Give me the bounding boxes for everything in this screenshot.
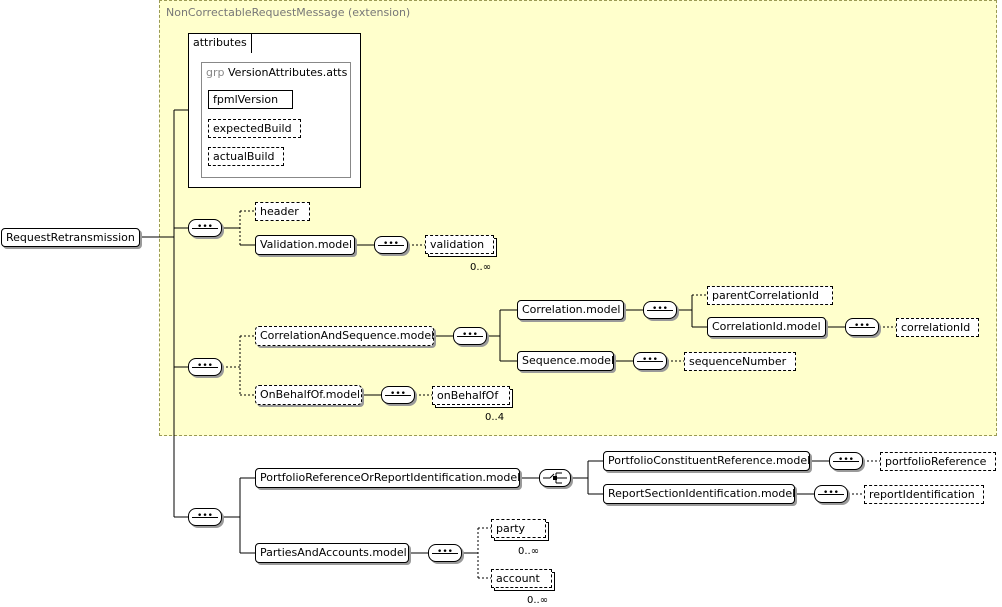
element-parentcorrelationid[interactable]: parentCorrelationId bbox=[707, 286, 833, 305]
sequence-compositor-correlation[interactable]: ••• bbox=[643, 301, 677, 319]
onbehalfof-occurrence: 0..4 bbox=[485, 412, 505, 423]
root-element-requestretransmission[interactable]: RequestRetransmission bbox=[1, 228, 140, 247]
element-onbehalfof[interactable]: onBehalfOf bbox=[432, 386, 510, 405]
sequence-compositor-reportsectionidentification[interactable]: ••• bbox=[814, 485, 848, 503]
sequence-dots-icon: ••• bbox=[462, 330, 478, 340]
sequence-dots-icon: ••• bbox=[823, 488, 839, 498]
sequence-dots-icon: ••• bbox=[652, 304, 668, 314]
sequence-compositor-1[interactable]: ••• bbox=[188, 219, 222, 237]
sequence-compositor-portfolioconstituentreference[interactable]: ••• bbox=[829, 452, 863, 470]
sequence-line bbox=[647, 310, 673, 311]
element-party[interactable]: party bbox=[491, 519, 546, 538]
group-sequence-model[interactable]: Sequence.model bbox=[517, 351, 614, 371]
attribute-actualbuild[interactable]: actualBuild bbox=[208, 147, 284, 166]
group-onbehalfof-model[interactable]: OnBehalfOf.model bbox=[255, 385, 362, 405]
attribute-group-label: grp VersionAttributes.atts bbox=[206, 66, 347, 79]
element-portfolioreference[interactable]: portfolioReference bbox=[880, 452, 996, 471]
group-partiesandaccounts-model[interactable]: PartiesAndAccounts.model bbox=[255, 543, 409, 563]
element-sequencenumber[interactable]: sequenceNumber bbox=[684, 352, 796, 371]
element-validation[interactable]: validation bbox=[425, 235, 494, 254]
sequence-dots-icon: ••• bbox=[197, 361, 213, 371]
sequence-compositor-3[interactable]: ••• bbox=[188, 508, 222, 526]
sequence-dots-icon: ••• bbox=[437, 547, 453, 557]
attribute-expectedbuild[interactable]: expectedBuild bbox=[208, 119, 301, 138]
element-header[interactable]: header bbox=[255, 202, 310, 221]
attribute-fpmlversion[interactable]: fpmlVersion bbox=[208, 90, 293, 109]
group-reportsectionidentification-model[interactable]: ReportSectionIdentification.model bbox=[603, 484, 795, 504]
sequence-compositor-partiesandaccounts[interactable]: ••• bbox=[428, 544, 462, 562]
sequence-compositor-2[interactable]: ••• bbox=[188, 358, 222, 376]
group-correlation-model[interactable]: Correlation.model bbox=[517, 300, 624, 320]
attributes-tab: attributes bbox=[188, 33, 252, 53]
group-validation-model[interactable]: Validation.model bbox=[255, 235, 355, 255]
sequence-dots-icon: ••• bbox=[390, 389, 406, 399]
sequence-dots-icon: ••• bbox=[197, 222, 213, 232]
choice-icon bbox=[543, 472, 567, 484]
sequence-dots-icon: ••• bbox=[838, 455, 854, 465]
account-occurrence: 0..∞ bbox=[527, 595, 549, 606]
sequence-line bbox=[192, 367, 218, 368]
sequence-compositor-onbehalfof[interactable]: ••• bbox=[381, 386, 415, 404]
element-correlationid[interactable]: correlationId bbox=[896, 318, 979, 337]
sequence-compositor-correlationid[interactable]: ••• bbox=[845, 318, 879, 336]
sequence-dots-icon: ••• bbox=[854, 321, 870, 331]
sequence-line bbox=[818, 494, 844, 495]
sequence-line bbox=[432, 553, 458, 554]
sequence-line bbox=[192, 517, 218, 518]
sequence-line bbox=[849, 327, 875, 328]
sequence-dots-icon: ••• bbox=[197, 511, 213, 521]
sequence-line bbox=[385, 395, 411, 396]
sequence-line bbox=[457, 336, 483, 337]
group-name: VersionAttributes.atts bbox=[228, 66, 348, 79]
group-correlationid-model[interactable]: CorrelationId.model bbox=[707, 317, 826, 337]
extension-label: NonCorrectableRequestMessage (extension) bbox=[166, 6, 411, 19]
sequence-line bbox=[833, 461, 859, 462]
choice-compositor[interactable] bbox=[539, 469, 571, 487]
sequence-line bbox=[378, 245, 404, 246]
element-reportidentification[interactable]: reportIdentification bbox=[864, 485, 984, 504]
group-keyword: grp bbox=[206, 66, 225, 79]
sequence-line bbox=[192, 228, 218, 229]
sequence-compositor-correlationandsequence[interactable]: ••• bbox=[453, 327, 487, 345]
sequence-line bbox=[637, 361, 663, 362]
group-portfolioconstituentreference-model[interactable]: PortfolioConstituentReference.model bbox=[603, 451, 810, 471]
sequence-compositor-sequence[interactable]: ••• bbox=[633, 352, 667, 370]
group-portfolioreferenceorreportidentification-model[interactable]: PortfolioReferenceOrReportIdentification… bbox=[255, 468, 520, 488]
party-occurrence: 0..∞ bbox=[518, 546, 540, 557]
sequence-compositor-validation[interactable]: ••• bbox=[374, 236, 408, 254]
group-correlationandsequence-model[interactable]: CorrelationAndSequence.model bbox=[255, 326, 434, 346]
sequence-dots-icon: ••• bbox=[383, 239, 399, 249]
element-account[interactable]: account bbox=[491, 569, 552, 588]
sequence-dots-icon: ••• bbox=[642, 355, 658, 365]
validation-occurrence: 0..∞ bbox=[470, 262, 492, 273]
